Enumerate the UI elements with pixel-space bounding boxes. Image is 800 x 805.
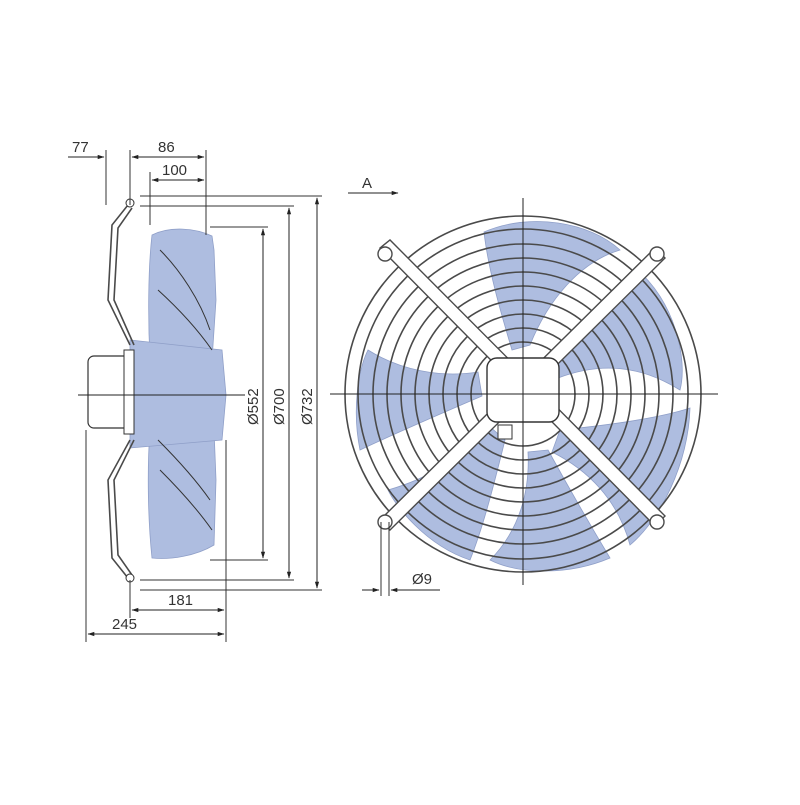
- dim-dia552: Ø552: [245, 388, 262, 425]
- side-guard-bracket: [107, 198, 135, 583]
- view-label-a: A: [362, 175, 372, 192]
- dim-hole-dia9: Ø9: [412, 571, 432, 588]
- dim-245: 245: [112, 616, 137, 633]
- dim-77: 77: [72, 139, 89, 156]
- dim-dia700: Ø700: [271, 388, 288, 425]
- side-view-blades: [129, 228, 227, 559]
- mount-hole-bottom-right: [649, 514, 665, 530]
- dim-100: 100: [162, 162, 187, 179]
- mount-hole-top-left: [377, 246, 393, 262]
- mount-hole-top-right: [649, 246, 665, 262]
- mount-hole-bottom-left: [377, 514, 393, 530]
- front-view: A: [330, 175, 718, 596]
- dim-86: 86: [158, 139, 175, 156]
- side-view: 77 86 100 Ø552 Ø700 Ø732 181 245: [68, 139, 322, 642]
- dim-181: 181: [168, 592, 193, 609]
- dim-dia732: Ø732: [299, 388, 316, 425]
